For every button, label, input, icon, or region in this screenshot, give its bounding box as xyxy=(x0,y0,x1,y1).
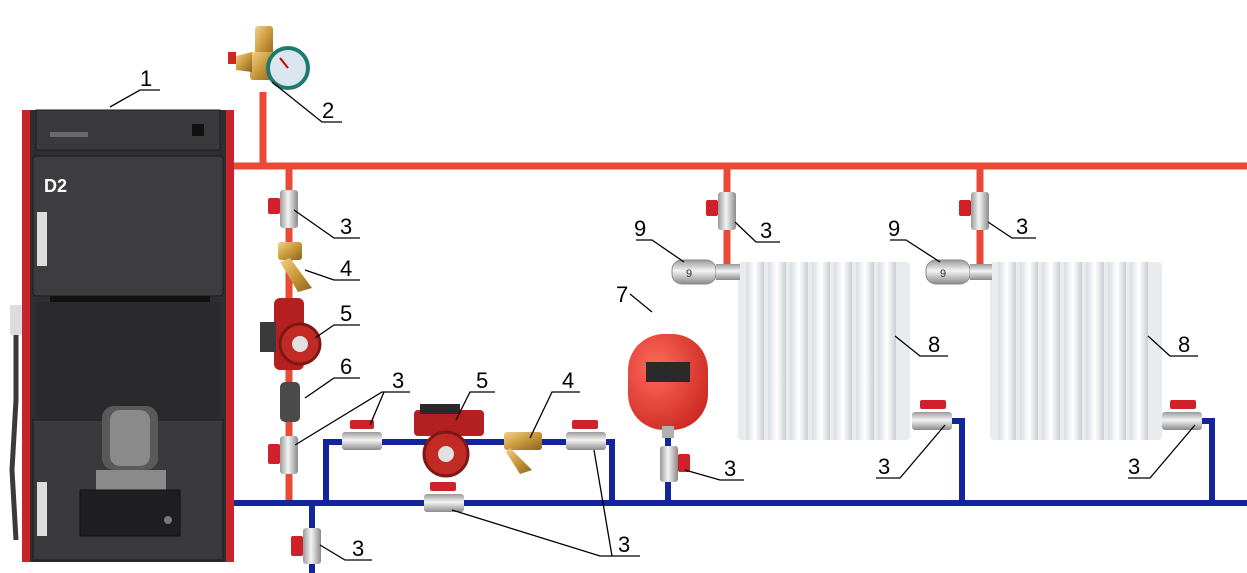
valve-tank xyxy=(660,446,690,482)
valve-supply-bottom xyxy=(268,436,298,474)
boiler-brand-mark: D2 xyxy=(44,176,67,196)
label-thermo-head-1: 9 xyxy=(634,216,646,241)
valve-bottom-return xyxy=(424,482,464,512)
strainer-left xyxy=(278,242,312,292)
circulation-pump-left xyxy=(260,298,322,370)
valve-rad2-bottom xyxy=(1162,400,1202,430)
label-strainer-right: 4 xyxy=(562,368,574,393)
label-valve-rad1-top: 3 xyxy=(760,218,772,243)
valve-bypass-left xyxy=(342,420,382,450)
thermo-scale-1: 9 xyxy=(686,268,692,280)
radiator-1 xyxy=(738,262,910,440)
callout-numbers: 1 2 3 4 5 6 3 5 4 7 3 3 9 8 3 3 9 8 3 3 … xyxy=(140,66,1190,561)
radiator-2 xyxy=(990,262,1162,440)
valve-rad1-top xyxy=(706,192,736,230)
return-pipes xyxy=(228,418,1247,573)
label-radiator-2: 8 xyxy=(1178,332,1190,357)
strainer-right xyxy=(504,432,542,474)
label-check-valve: 6 xyxy=(340,354,352,379)
valve-supply-top xyxy=(268,190,298,228)
label-expansion-tank: 7 xyxy=(616,282,628,307)
expansion-tank xyxy=(628,334,708,438)
valve-bypass-right xyxy=(566,420,606,450)
valve-rad1-bottom xyxy=(912,400,952,430)
burner-fan xyxy=(96,406,166,490)
label-valve-rad2-top: 3 xyxy=(1016,214,1028,239)
valve-rad2-top xyxy=(959,192,989,230)
label-radiator-1: 8 xyxy=(928,332,940,357)
label-safety-group: 2 xyxy=(322,98,334,123)
thermostatic-head-1: 9 xyxy=(671,259,740,285)
label-valve-drain: 3 xyxy=(352,536,364,561)
label-valve-tank: 3 xyxy=(724,456,736,481)
label-valve-supply-top: 3 xyxy=(340,214,352,239)
safety-group xyxy=(228,26,310,90)
ball-valves xyxy=(268,190,1202,564)
label-valves-bottom-bypass: 3 xyxy=(618,532,630,557)
label-valve-rad1-bottom: 3 xyxy=(878,454,890,479)
thermostatic-head-2: 9 xyxy=(925,259,992,285)
label-strainer-left: 4 xyxy=(340,256,352,281)
label-boiler: 1 xyxy=(140,66,152,91)
callout-leaders xyxy=(109,81,1198,561)
label-valve-rad2-bottom: 3 xyxy=(1128,454,1140,479)
thermo-scale-2: 9 xyxy=(940,268,946,280)
label-pump-left: 5 xyxy=(340,301,352,326)
check-valve xyxy=(280,382,300,422)
label-pump-right: 5 xyxy=(476,368,488,393)
solid-fuel-boiler: D2 xyxy=(9,109,234,562)
circulation-pump-right xyxy=(414,404,484,478)
valve-drain xyxy=(291,528,321,564)
label-valves-bypass: 3 xyxy=(392,368,404,393)
label-thermo-head-2: 9 xyxy=(888,216,900,241)
